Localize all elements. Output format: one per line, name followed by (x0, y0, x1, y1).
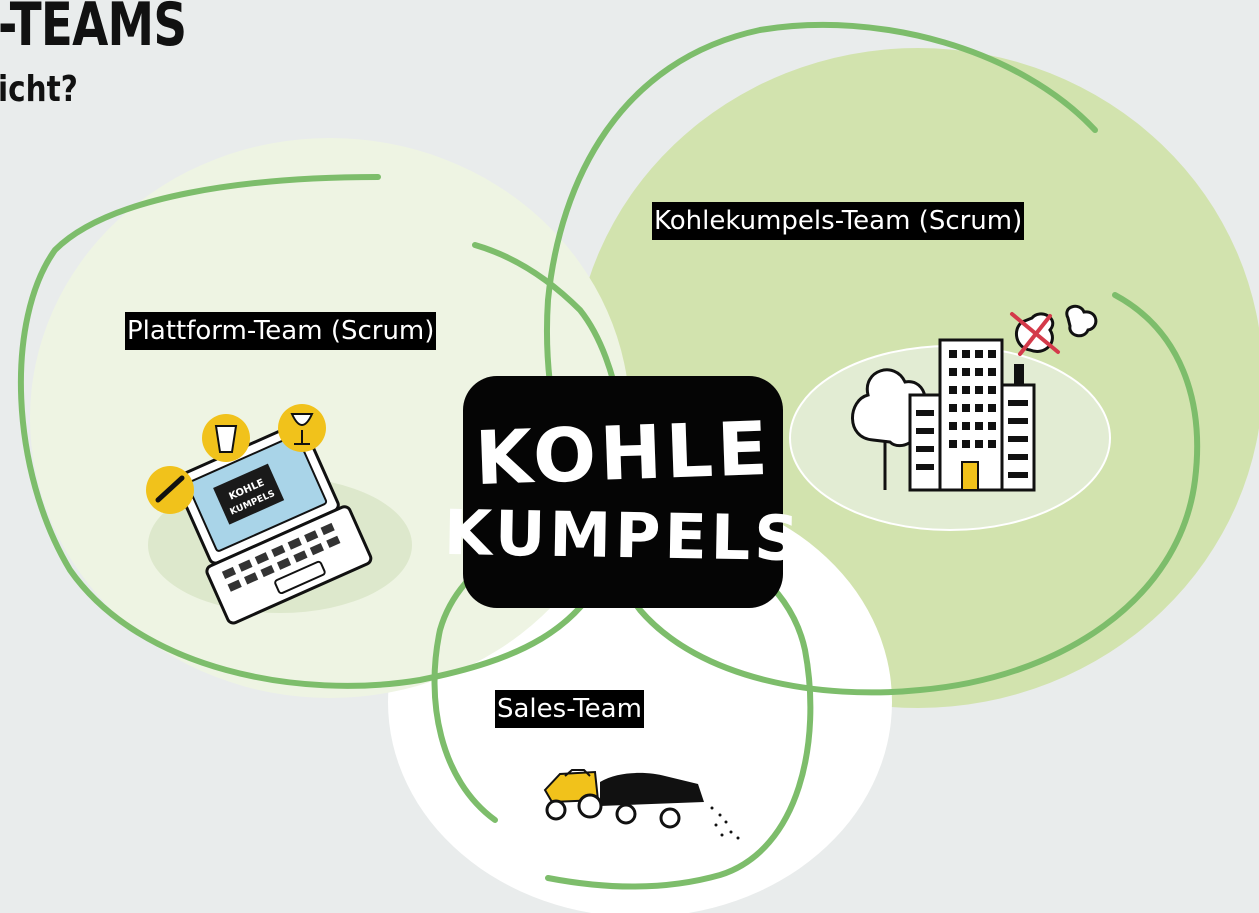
page-subtitle: icht? (0, 69, 78, 110)
coal-truck-icon (543, 769, 740, 840)
kohlekumpels-team-label: Kohlekumpels-Team (Scrum) (652, 202, 1025, 240)
plattform-team-label: Plattform-Team (Scrum) (125, 312, 437, 350)
kohlekumpels-logo: KOHLE KUMPELS (443, 376, 803, 608)
building-with-tree-icon (789, 304, 1111, 531)
logo-line-1: KOHLE (473, 405, 773, 503)
laptop-icon: KOHLE KUMPELS (146, 404, 412, 625)
plattform-team-outline (17, 174, 628, 689)
logo-line-2: KUMPELS (442, 495, 804, 576)
sales-team-label: Sales-Team (495, 690, 644, 728)
page-title: -TEAMS (0, 0, 187, 60)
